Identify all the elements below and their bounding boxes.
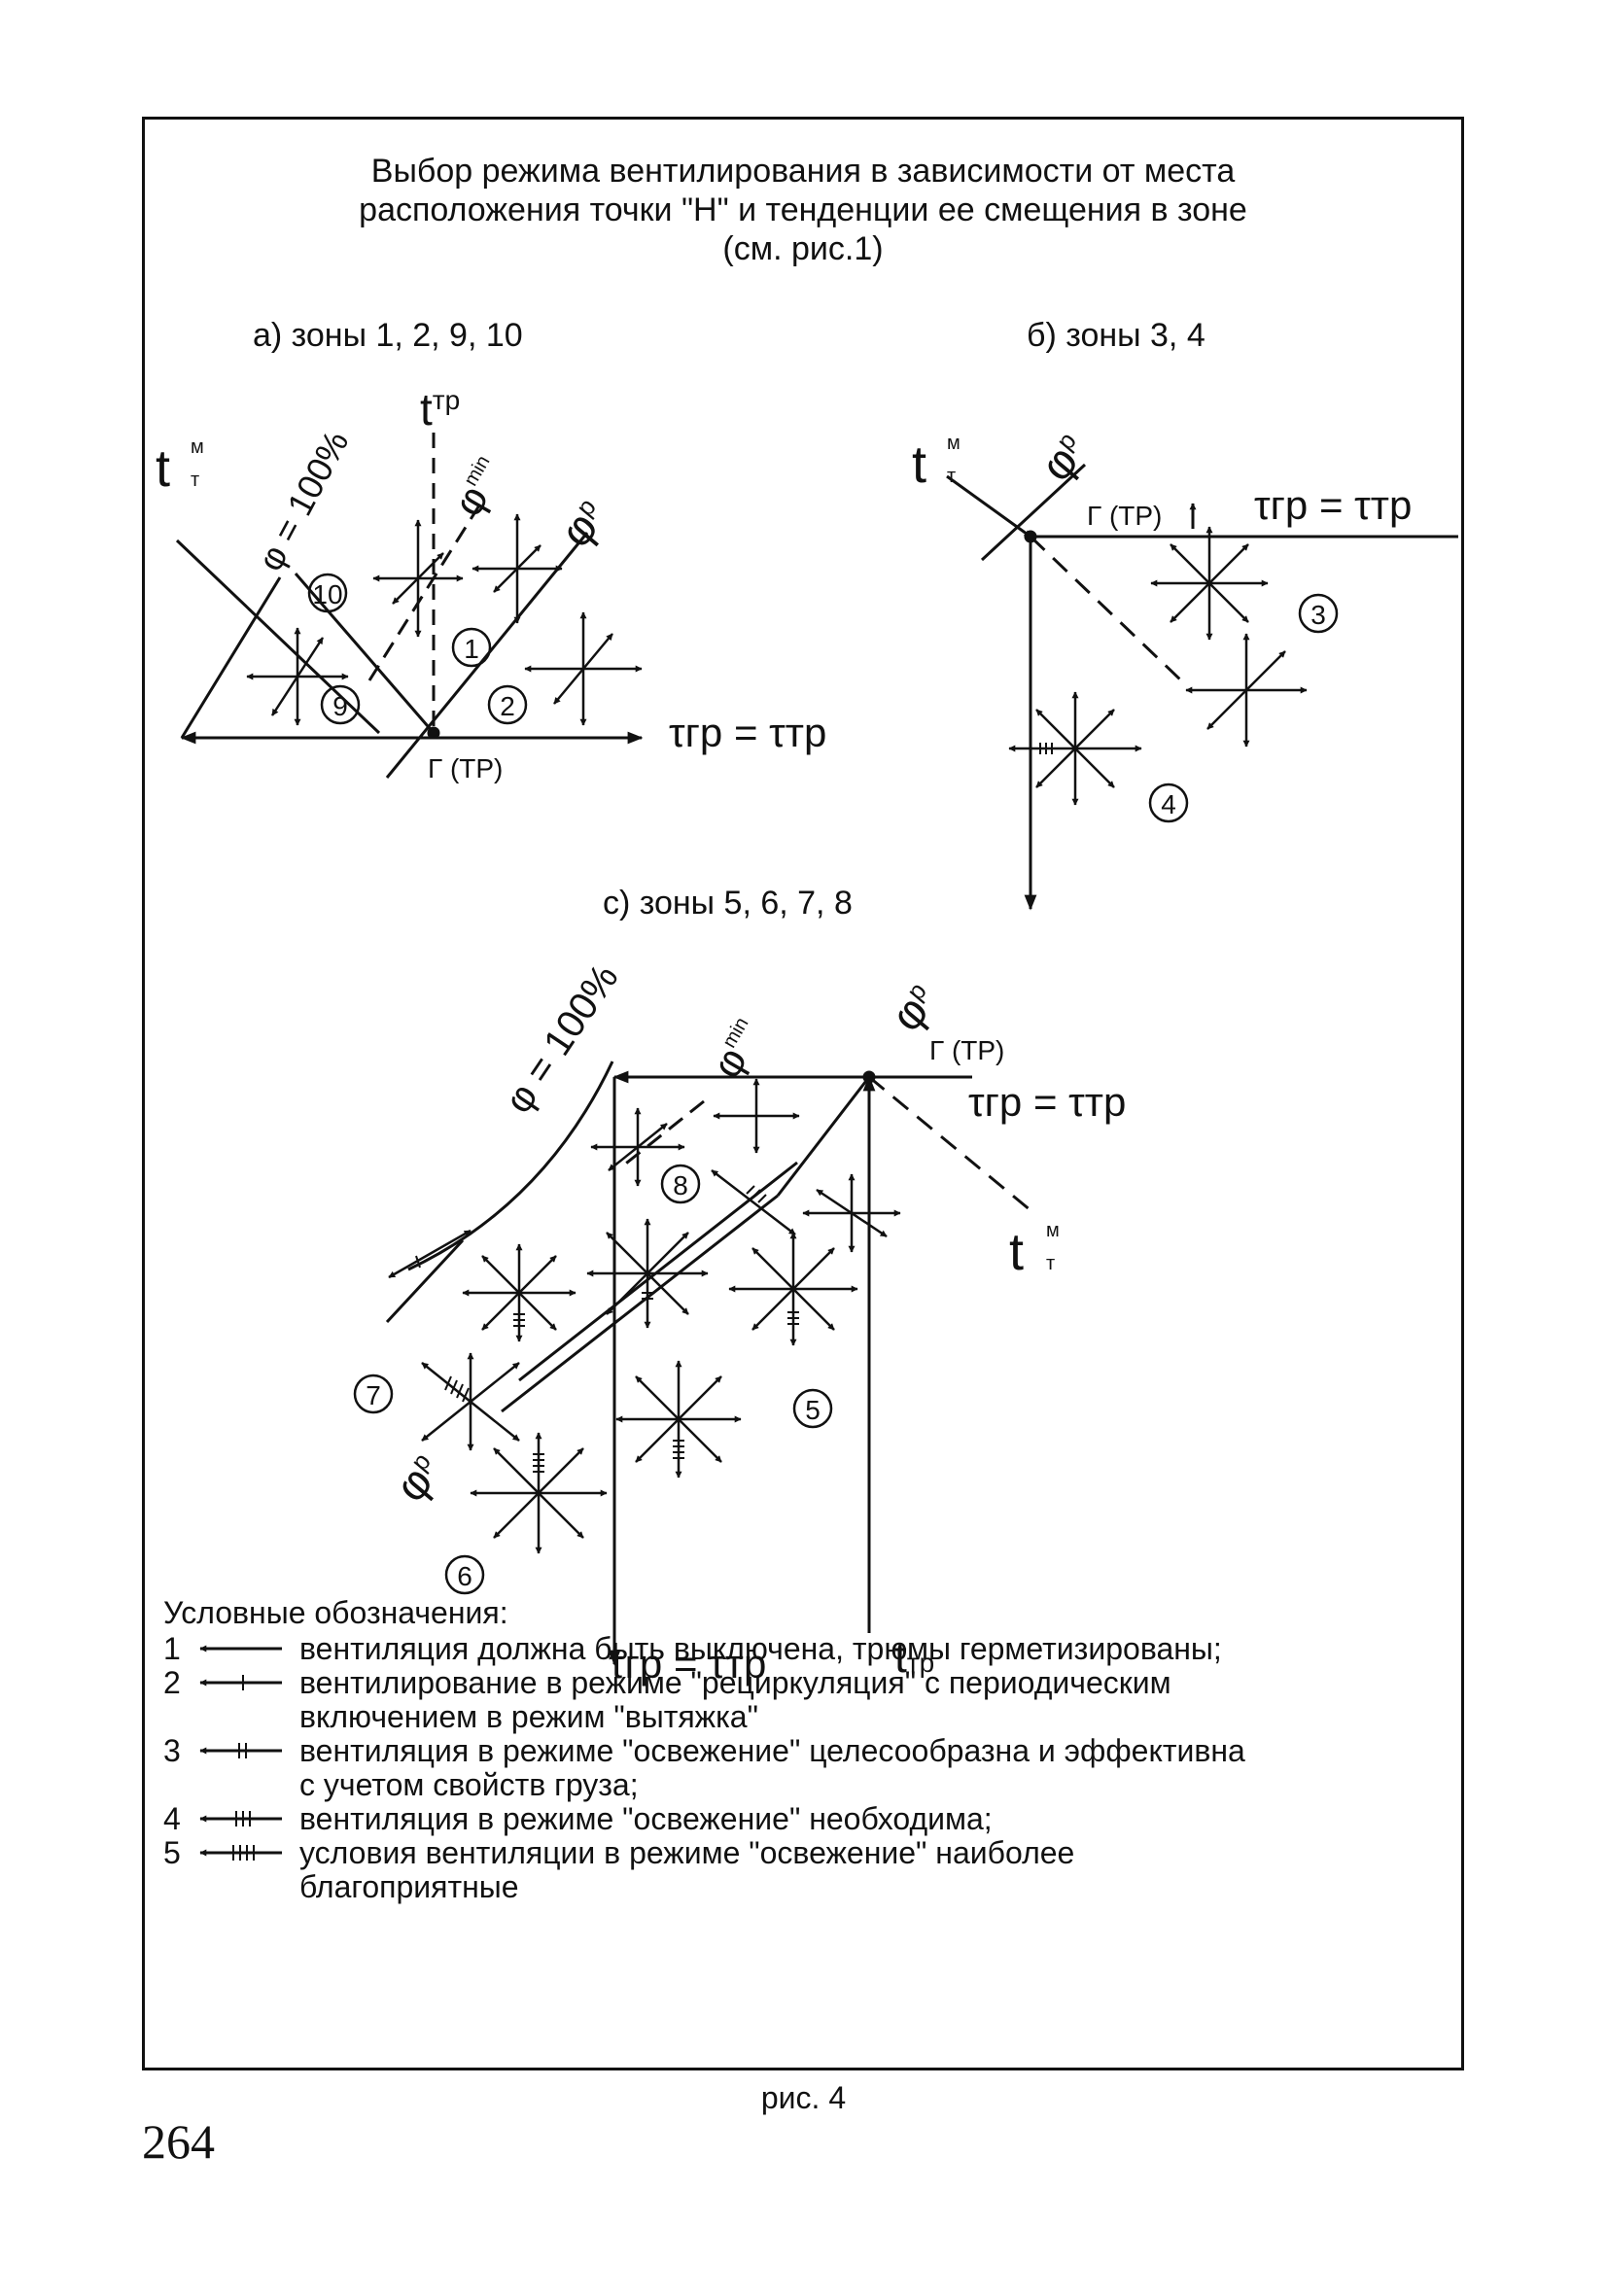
- t-mt-sub-c: т: [1046, 1253, 1055, 1274]
- figure-title: Выбор режима вентилирования в зависимост…: [142, 152, 1464, 268]
- legend-symbol-4: [199, 1811, 282, 1826]
- t-mt-line: [175, 539, 381, 735]
- t-mt-sup-c: м: [1046, 1220, 1060, 1241]
- zone-label-7: 7: [366, 1380, 381, 1410]
- t-mt-label-b: t: [912, 435, 926, 494]
- phi-min-label-c: φmin: [703, 1012, 771, 1085]
- panel-c-stars: [388, 1078, 901, 1554]
- legend-text-2-line-1: вентилирование в режиме "рециркуляция" с…: [299, 1665, 1171, 1700]
- phi-min-line-c: [621, 1099, 705, 1168]
- legend-item-5: 5 условия вентиляции в режиме "освежение…: [163, 1836, 1447, 1904]
- zone-label-5: 5: [805, 1395, 821, 1425]
- t-tp-label-a: tтр: [420, 384, 460, 435]
- legend-symbol-5: [199, 1845, 282, 1861]
- phi-min-label-a: φmin: [444, 450, 512, 523]
- t-tp-label-c: tтр: [894, 1631, 934, 1682]
- legend-text-3-line-2: с учетом свойств груза;: [299, 1767, 639, 1802]
- phi-100-label-c: φ = 100%: [497, 957, 627, 1121]
- figure-frame: [142, 117, 1464, 2070]
- phi-100-label-a: φ = 100%: [250, 424, 357, 576]
- zone-label-8: 8: [673, 1170, 688, 1200]
- point-label-c: Г (ТР): [929, 1035, 1004, 1065]
- legend-symbol-1: [199, 1645, 282, 1652]
- t-mt-dashed-c: [868, 1075, 1037, 1217]
- panel-b-diagram: [946, 463, 1458, 911]
- phi-p-label-b: φр: [1031, 425, 1097, 490]
- legend-num-2: 2: [163, 1665, 181, 1700]
- tau-eq-label-c-top: τгр = τтр: [968, 1079, 1126, 1125]
- zone-label-2: 2: [500, 691, 515, 721]
- page-number: 264: [142, 2114, 215, 2169]
- zone-label-10: 10: [312, 579, 342, 609]
- t-mt-label-c: t: [1009, 1223, 1024, 1281]
- legend-item-1: 1 вентиляция должна быть выключена, трюм…: [163, 1632, 1447, 1666]
- panel-a-diagram: [175, 433, 644, 779]
- legend-item-4: 4 вентиляция в режиме "освежение" необхо…: [163, 1802, 1447, 1836]
- legend-item-2: 2 вентилирование в режиме "рециркуляция"…: [163, 1666, 1447, 1734]
- legend-text-5-line-2: благоприятные: [299, 1869, 519, 1904]
- point-label-b: Г (ТР): [1087, 501, 1162, 531]
- t-mt-label-a: t: [156, 439, 170, 498]
- legend-text-1-line-1: вентиляция должна быть выключена, трюмы …: [299, 1631, 1222, 1666]
- zone-label-4: 4: [1161, 789, 1176, 819]
- phi-p-label-a: φр: [550, 491, 616, 556]
- legend-num-4: 4: [163, 1801, 181, 1836]
- legend-text-2-line-2: включением в режим "вытяжка": [299, 1699, 758, 1734]
- tau-eq-label-a: τгр = τтр: [669, 710, 826, 755]
- phi-min-line-a: [367, 497, 486, 681]
- point-g-tp-a: [427, 726, 440, 740]
- legend-text-5-line-1: условия вентиляции в режиме "освежение" …: [299, 1835, 1075, 1870]
- phi-p-label-c-top: φр: [881, 975, 947, 1040]
- t-mt-sup-a: м: [191, 436, 204, 458]
- legend-num-1: 1: [163, 1631, 181, 1666]
- panel-b-label: б) зоны 3, 4: [1027, 317, 1205, 354]
- panel-b-stars: [1008, 526, 1308, 806]
- phi-100-lower-edge: [180, 576, 282, 739]
- panel-c-labels: φ = 100% φmin φр Г (ТР) τгр = τтр t м т …: [385, 957, 1127, 1687]
- dashed-line-b: [1029, 535, 1183, 682]
- phi-p-label-c-bottom: φр: [385, 1445, 451, 1511]
- t-mt-sub-b: т: [947, 466, 956, 487]
- legend-text-4-line-1: вентиляция в режиме "освежение" необходи…: [299, 1801, 993, 1836]
- legend-item-3: 3 вентиляция в режиме "освежение" целесо…: [163, 1734, 1447, 1802]
- legend-symbol-3: [199, 1743, 282, 1758]
- point-g-tp-b: [1024, 530, 1037, 543]
- legend-symbol-2: [199, 1675, 282, 1690]
- tau-eq-label-c-bottom: τгр = τтр: [609, 1641, 766, 1687]
- panel-a-stars: [246, 513, 643, 726]
- title-line-1: Выбор режима вентилирования в зависимост…: [370, 153, 1236, 190]
- title-line-3: (см. рис.1): [722, 230, 884, 267]
- t-mt-sup-b: м: [947, 433, 961, 454]
- panel-c-zone-markers: 8 7 5 6: [353, 1164, 833, 1595]
- legend-title: Условные обозначения:: [163, 1595, 508, 1630]
- t-mt-sub-a: т: [191, 470, 199, 491]
- panel-a-label: а) зоны 1, 2, 9, 10: [253, 317, 523, 354]
- legend-num-5: 5: [163, 1835, 181, 1870]
- panel-a-zone-markers: 10 9 1 2: [307, 573, 528, 725]
- legend: Условные обозначения: 1 вентиляция должн…: [163, 1596, 1447, 1904]
- legend-num-3: 3: [163, 1733, 181, 1768]
- phi-p-line-c-top: [776, 1076, 871, 1197]
- panel-b-labels: t м т φр Г (ТР) τгр = τтр: [912, 425, 1412, 531]
- panel-a-labels: tтр t м т φ = 100% φmin φр τгр = τтр Г (…: [156, 384, 826, 783]
- zone-label-1: 1: [464, 634, 479, 664]
- zone-label-3: 3: [1310, 600, 1326, 630]
- title-line-2: расположения точки "Н" и тенденции ее см…: [359, 191, 1247, 228]
- zone-label-9: 9: [332, 691, 348, 721]
- panel-b-zone-markers: 3 4: [1148, 593, 1339, 823]
- figure-caption: рис. 4: [760, 2080, 847, 2115]
- left-edge-line-c: [385, 1238, 465, 1324]
- phi-100-line: [294, 573, 436, 734]
- point-g-tp-c: [862, 1070, 876, 1084]
- panel-c-label: с) зоны 5, 6, 7, 8: [603, 885, 853, 922]
- point-label-a: Г (ТР): [428, 753, 503, 783]
- phi-p-line-b: [980, 463, 1087, 562]
- legend-text-3-line-1: вентиляция в режиме "освежение" целесооб…: [299, 1733, 1245, 1768]
- zone-label-6: 6: [457, 1561, 472, 1591]
- tau-eq-label-b: τгр = τтр: [1254, 482, 1412, 528]
